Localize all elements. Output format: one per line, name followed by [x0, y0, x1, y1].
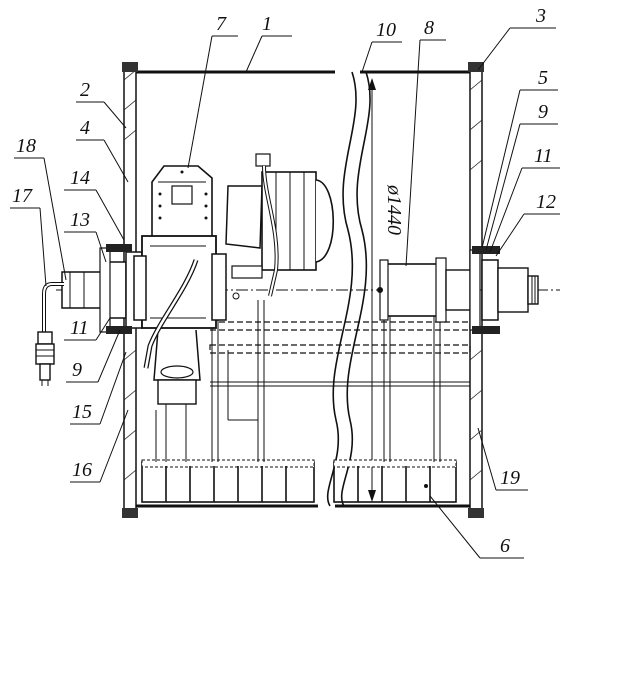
gear-reducer [133, 165, 227, 405]
callout-15: 15 [72, 401, 92, 423]
callout-14: 14 [70, 167, 90, 189]
right-shaft-assembly [377, 246, 539, 334]
left-bearing-housing [61, 244, 143, 334]
callout-9-right: 9 [538, 101, 548, 123]
leader-lines [10, 27, 560, 559]
break-lines [326, 71, 371, 507]
callout-11-left: 11 [70, 317, 89, 339]
callout-10: 10 [376, 19, 396, 41]
bottom-frame [141, 459, 457, 503]
callout-16: 16 [72, 459, 92, 481]
cable-connector [35, 282, 64, 386]
callout-7: 7 [216, 13, 227, 35]
callout-4: 4 [80, 117, 90, 139]
callout-13: 13 [70, 209, 90, 231]
callout-2: 2 [80, 79, 90, 101]
callout-5: 5 [538, 67, 548, 89]
callout-9-left: 9 [72, 359, 82, 381]
callout-1: 1 [262, 13, 272, 35]
callout-11-right: 11 [534, 145, 553, 167]
callout-19: 19 [500, 467, 520, 489]
callout-6: 6 [500, 535, 510, 557]
callout-17: 17 [12, 185, 33, 207]
callout-3: 3 [535, 5, 546, 27]
callout-8: 8 [424, 17, 434, 39]
callout-labels: 1 2 3 4 5 6 7 8 9 9 10 11 11 12 13 14 15… [12, 5, 556, 557]
motor [225, 153, 335, 300]
internal-frame [155, 300, 471, 462]
callout-12: 12 [536, 191, 556, 213]
callout-18: 18 [16, 135, 36, 157]
diameter-label: ø1440 [383, 184, 405, 235]
